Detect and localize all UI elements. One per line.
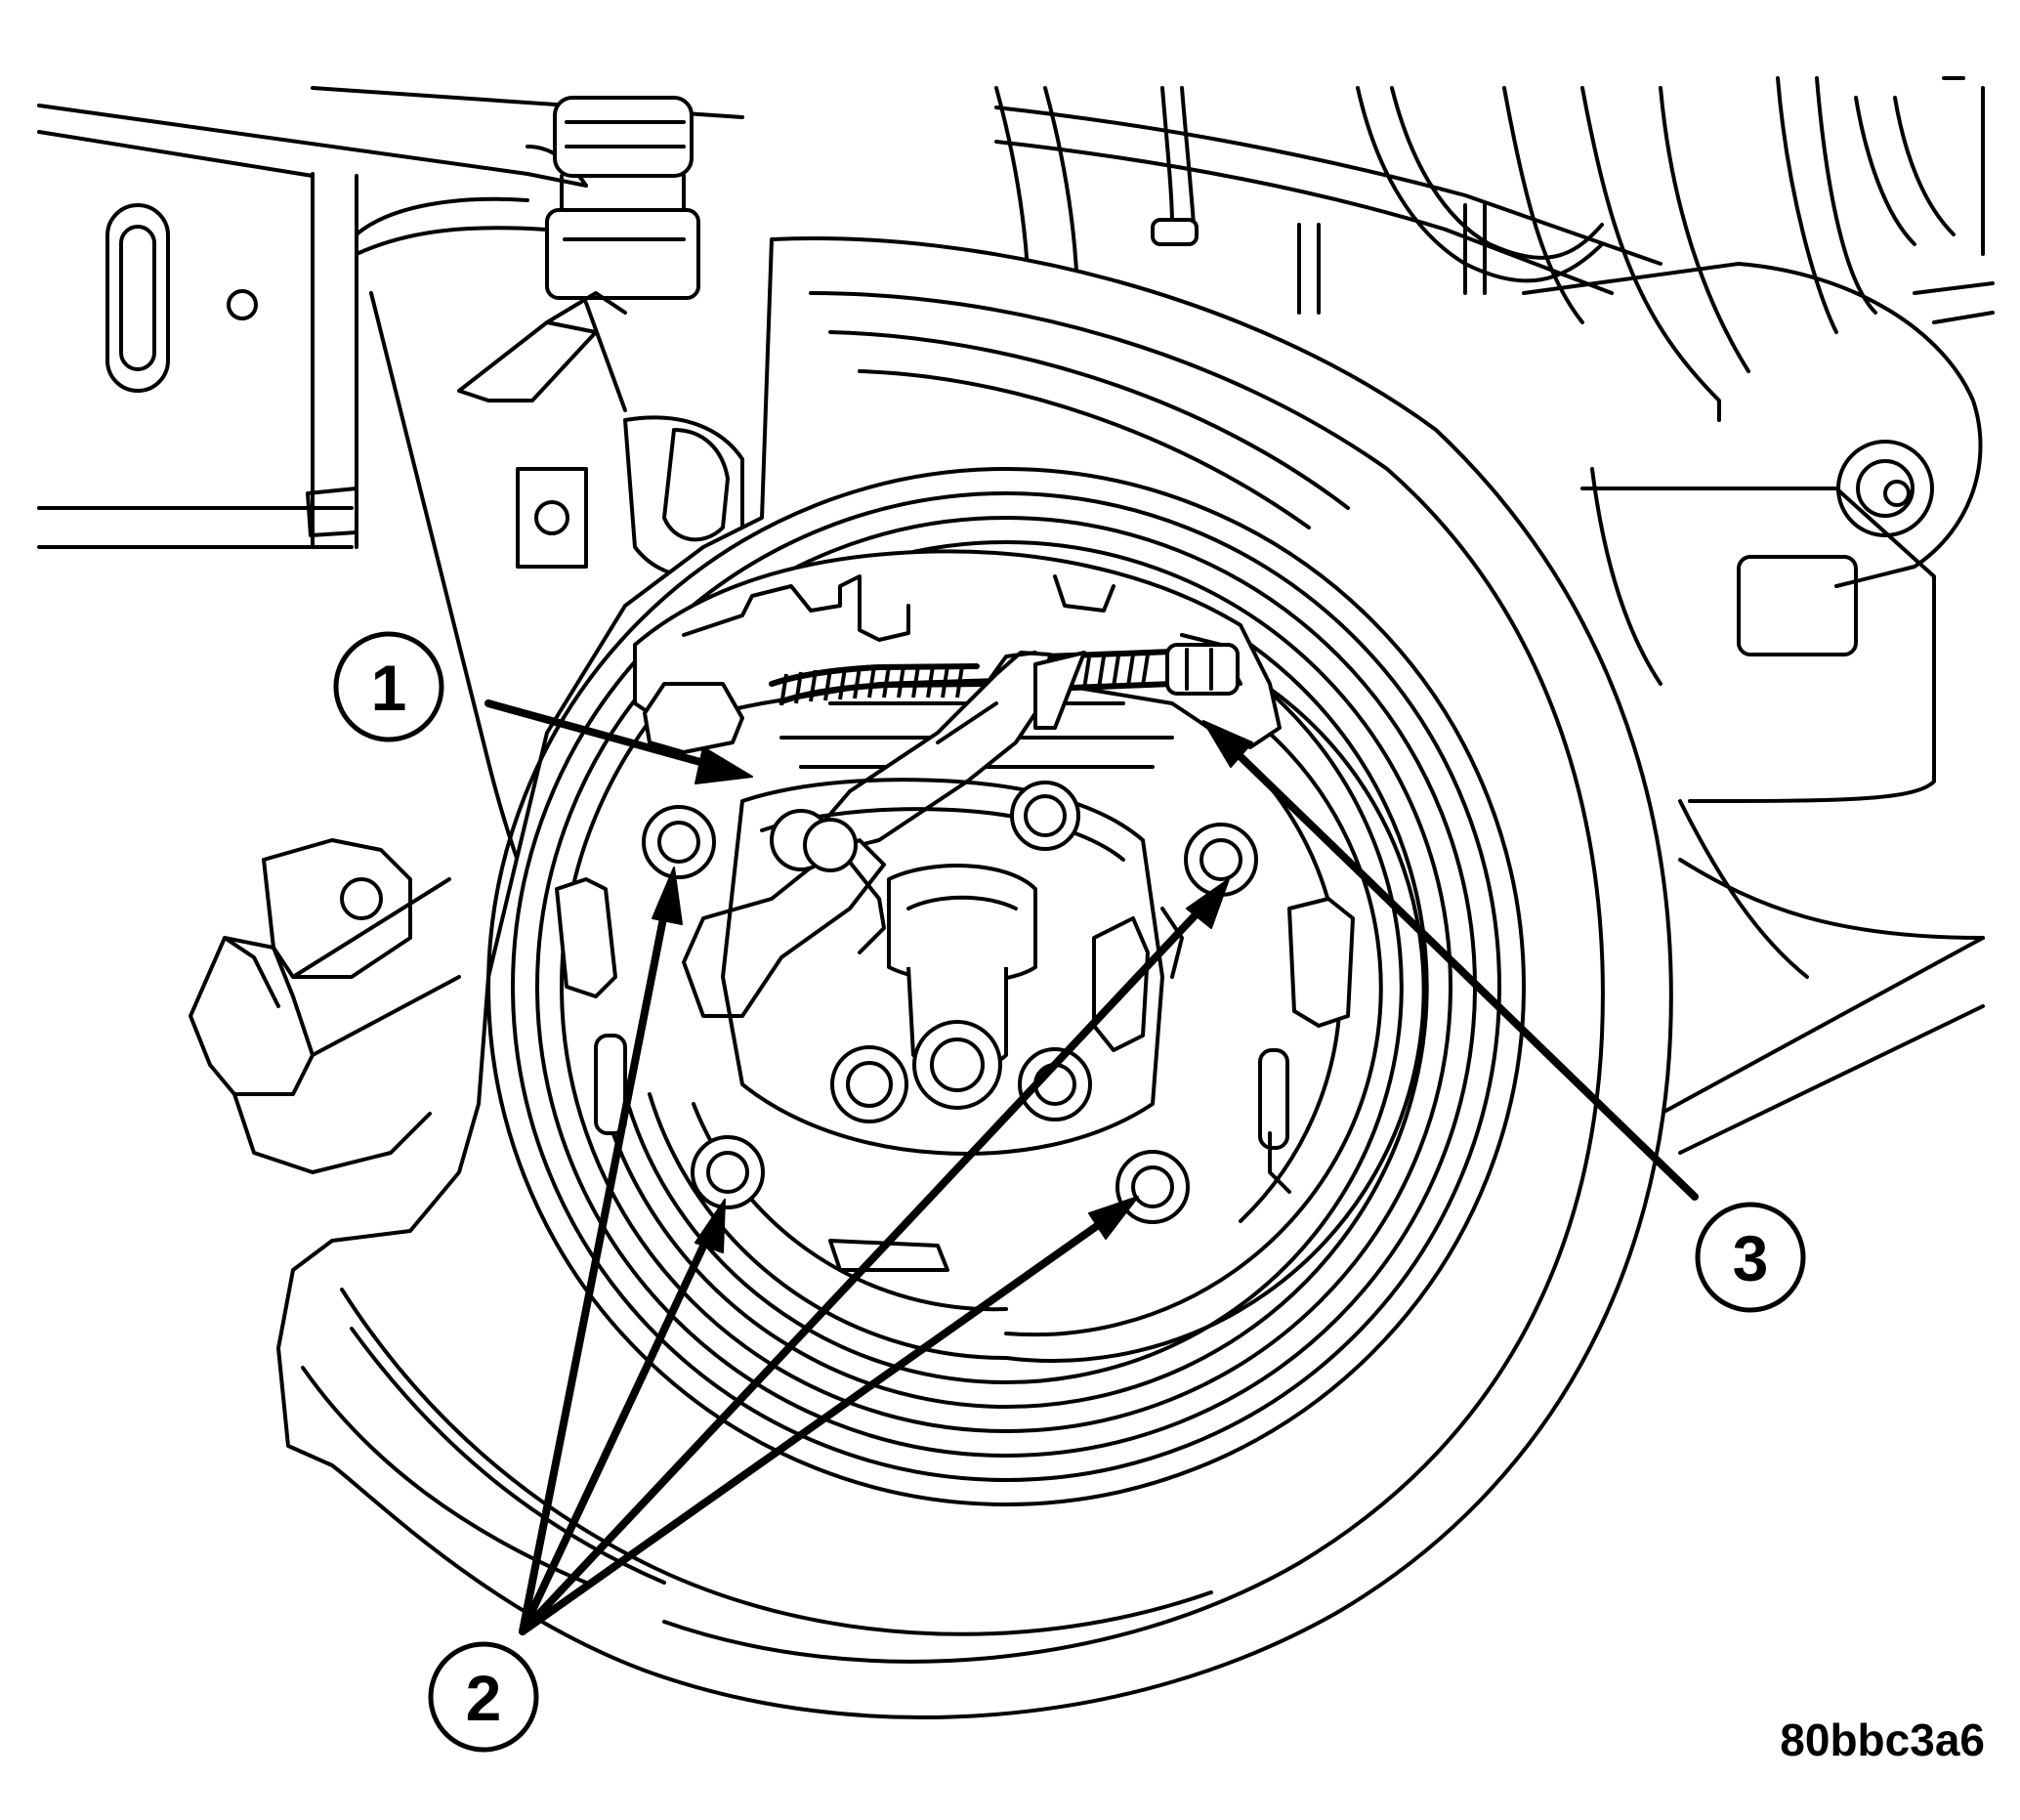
callout-2: 2 xyxy=(428,1641,539,1753)
mounting-bolts xyxy=(642,805,1258,1224)
callout-3-label: 3 xyxy=(1733,1222,1769,1294)
brake-shoe-upper xyxy=(633,549,1282,769)
bolt-lower-left xyxy=(691,1135,765,1209)
suspension-structure xyxy=(994,76,1995,1155)
bolt-lower-right xyxy=(1115,1150,1190,1224)
shoe-lever xyxy=(682,651,1086,1018)
plate-features xyxy=(555,877,1355,1272)
callout-3: 3 xyxy=(1695,1202,1806,1313)
hub-assembly xyxy=(721,778,1184,1156)
callout-2-label: 2 xyxy=(466,1662,502,1734)
adjuster-spring xyxy=(769,643,1240,706)
callout-1: 1 xyxy=(333,631,444,742)
cable-bracket xyxy=(189,838,461,1174)
callout-1-label: 1 xyxy=(371,652,407,724)
callout-arrows xyxy=(484,699,1699,1635)
bolt-upper-left xyxy=(642,805,716,879)
figure-id: 80bbc3a6 xyxy=(1780,1714,1985,1765)
